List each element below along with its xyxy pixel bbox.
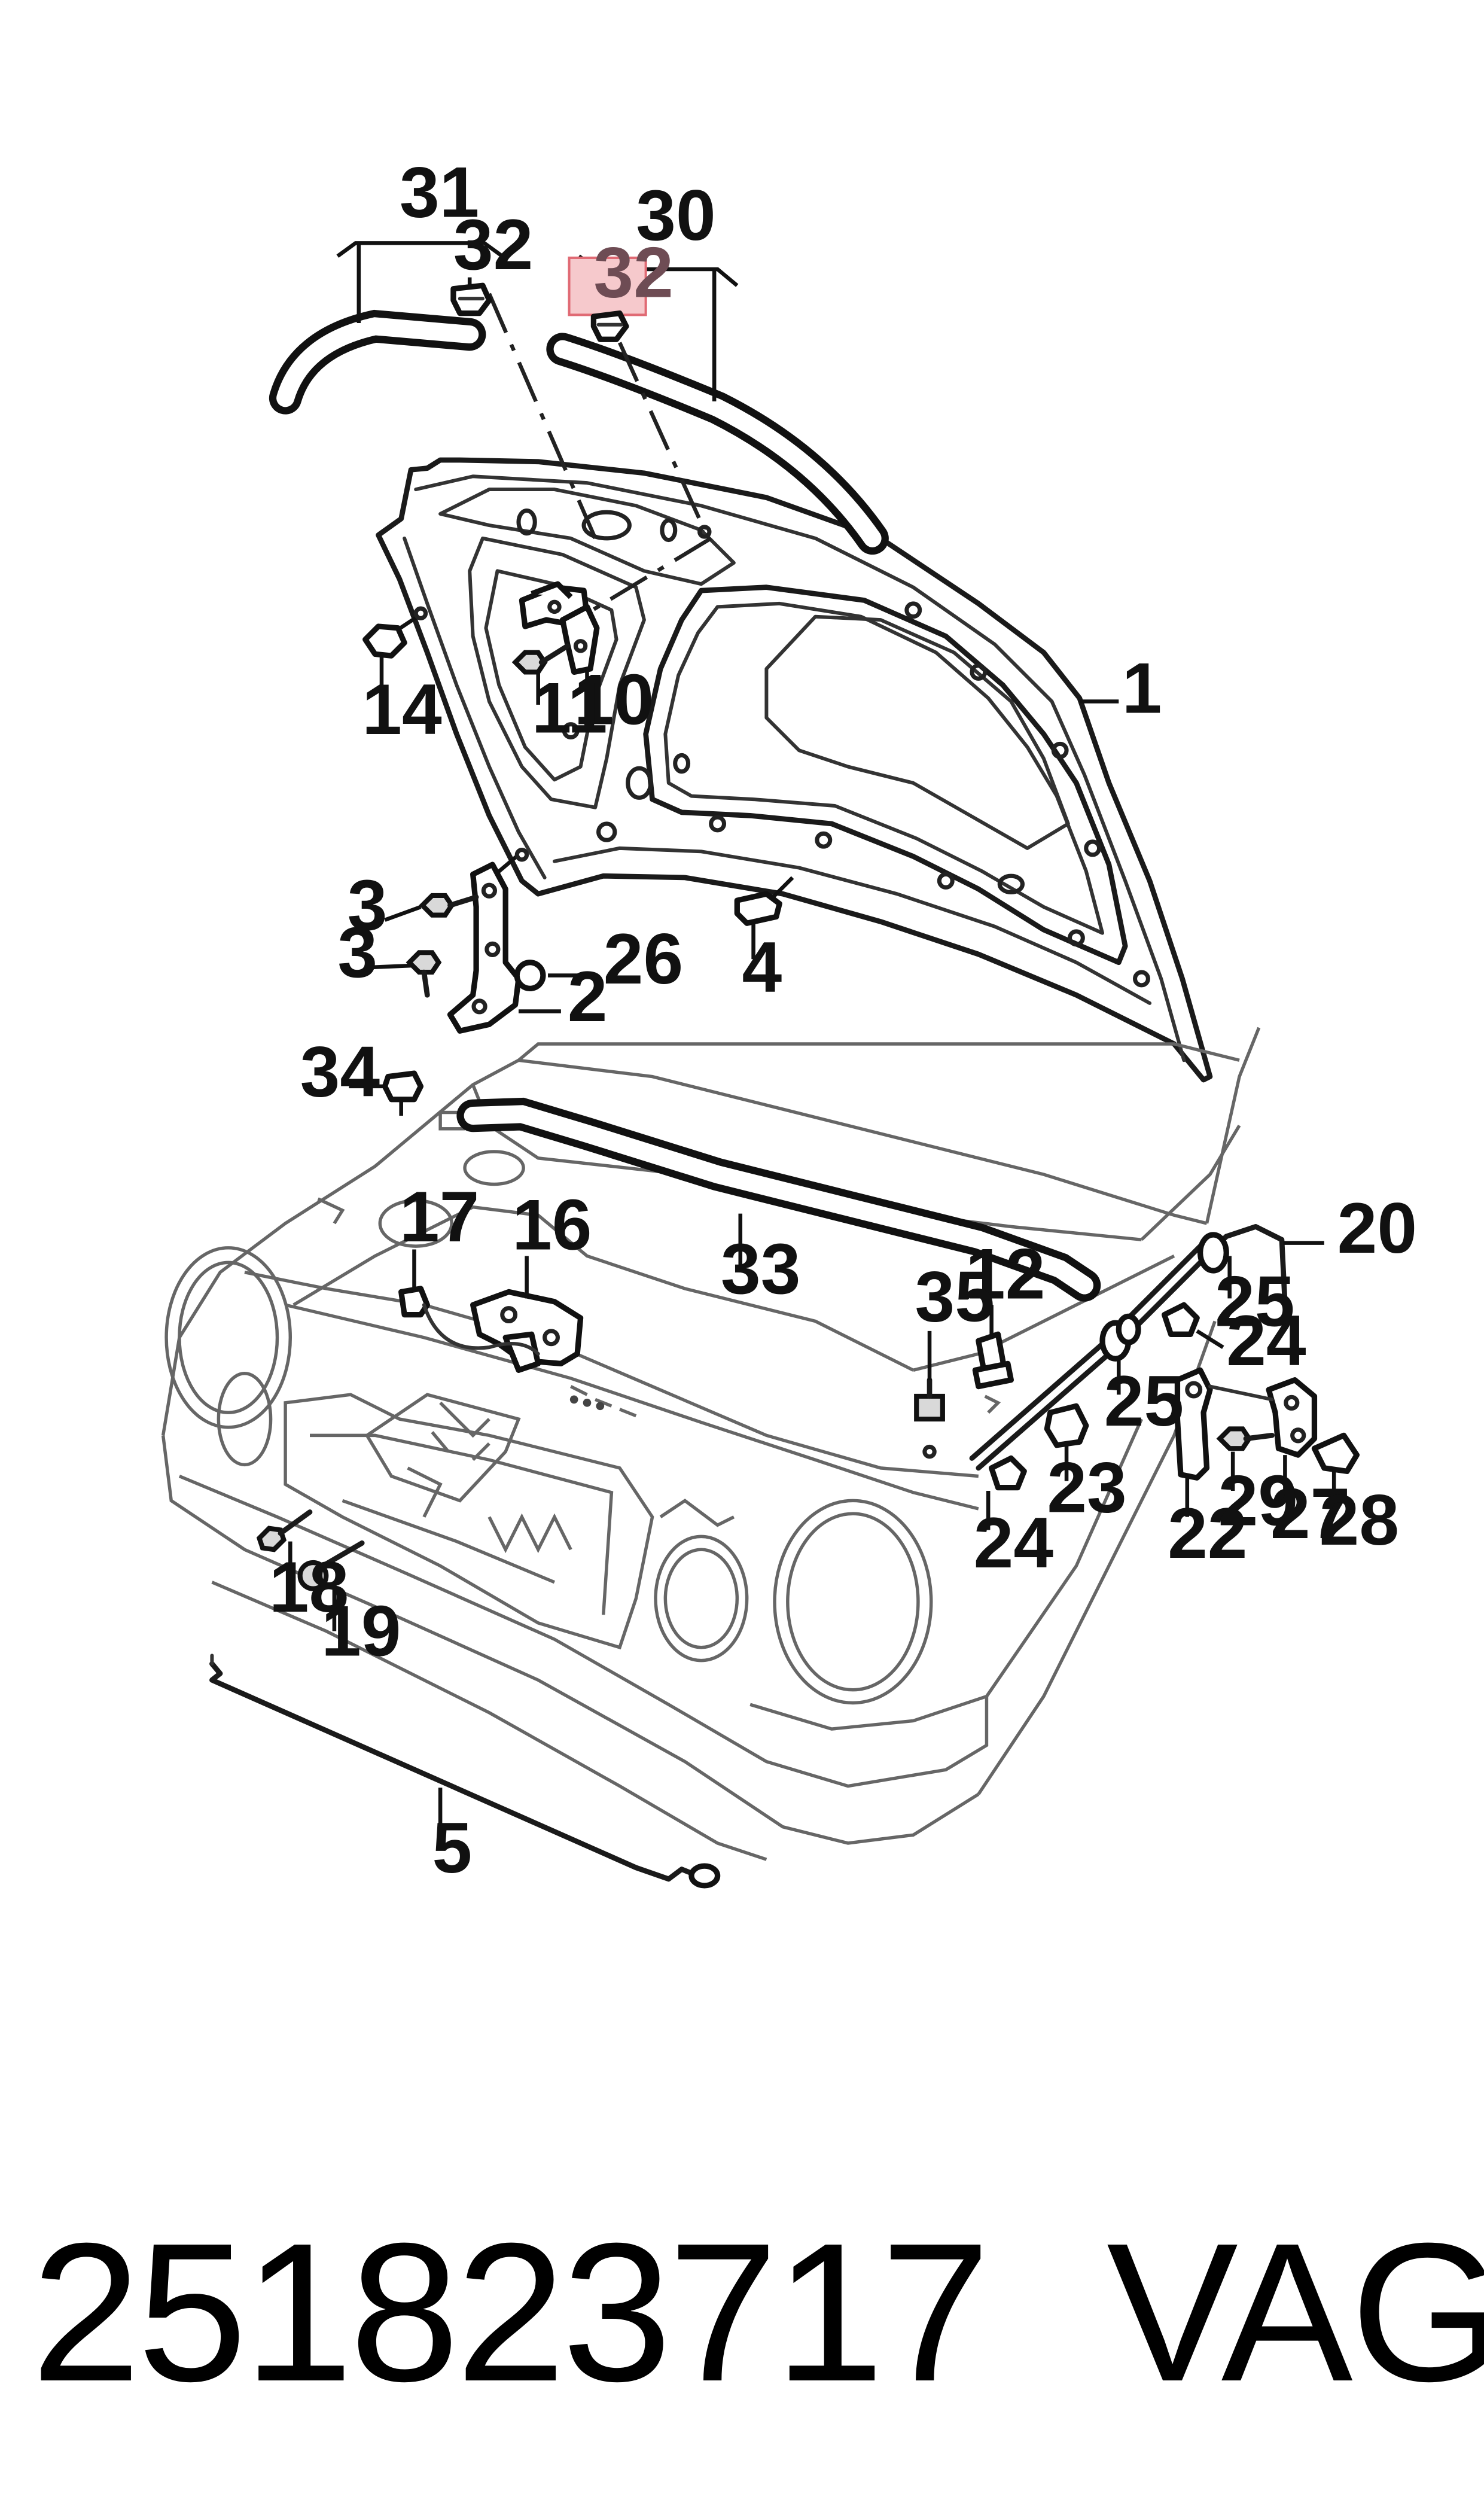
exploded-view-drawing: 1 2 3 3 4 5 10 11 12 14 16 17 18 19 20 2…	[161, 153, 1417, 1889]
callout-35: 35	[915, 1257, 994, 1337]
callout-24-lower: 24	[974, 1503, 1054, 1583]
callout-30: 30	[636, 175, 715, 255]
seal-33	[456, 1097, 1101, 1302]
callout-29: 29	[1218, 1460, 1298, 1540]
callout-24-upper: 24	[1226, 1301, 1306, 1381]
prop-rod-5	[209, 1654, 721, 1889]
seal-30	[546, 333, 889, 555]
callout-28: 28	[1320, 1480, 1399, 1560]
bolt-11	[511, 643, 571, 675]
callout-2: 2	[568, 957, 608, 1037]
screw-19	[297, 1540, 365, 1631]
bolt-3-upper	[419, 893, 479, 918]
callout-1: 1	[1122, 648, 1162, 729]
lock-carrier	[364, 1393, 521, 1503]
callout-27: 27	[1270, 1473, 1350, 1554]
buffer-4	[734, 876, 794, 926]
clip-24-upper	[1161, 1302, 1200, 1337]
clip-32-right	[590, 310, 629, 342]
bracket-27	[1208, 1377, 1318, 1501]
callout-16: 16	[512, 1185, 592, 1265]
callout-4: 4	[742, 927, 782, 1007]
callout-3-lower: 3	[337, 912, 377, 992]
clip-32-left	[450, 282, 492, 316]
bump-stop-14	[362, 614, 419, 659]
callout-26: 26	[604, 919, 683, 999]
callout-23: 23	[1047, 1447, 1126, 1527]
pin-35	[914, 1330, 945, 1459]
cap-34	[382, 1070, 424, 1116]
brand-name: VAG	[1107, 2202, 1484, 2422]
callout-19: 19	[321, 1591, 401, 1671]
microswitch-17	[398, 1249, 540, 1356]
leader-lines	[349, 277, 1224, 1481]
callout-5: 5	[432, 1808, 472, 1888]
callout-17: 17	[400, 1177, 479, 1257]
callout-11: 11	[532, 668, 608, 748]
bracket-12	[972, 1305, 1014, 1414]
callout-32-right: 32	[593, 232, 673, 312]
clip-24-lower	[986, 1455, 1027, 1530]
callout-10: 10	[574, 660, 654, 740]
release-cable-20	[969, 1224, 1324, 1471]
callout-25-lower: 25	[1104, 1361, 1184, 1441]
latch-16	[470, 1289, 584, 1373]
callout-25-upper: 25	[1215, 1262, 1294, 1342]
callout-12: 12	[965, 1234, 1045, 1314]
bolt-29	[1216, 1426, 1275, 1491]
screw-18	[256, 1509, 313, 1579]
grommet-26	[514, 960, 546, 991]
hinge-2	[447, 853, 522, 1034]
release-lever-22	[1174, 1367, 1213, 1517]
hood-panel	[376, 457, 1213, 1083]
callout-33: 33	[721, 1229, 800, 1309]
callout-20: 20	[1337, 1188, 1417, 1268]
part-number-footer: 251823717 VAG	[0, 2190, 1484, 2501]
callout-22: 22	[1168, 1493, 1247, 1573]
callout-34: 34	[300, 1031, 380, 1112]
group-brackets	[336, 241, 739, 401]
callout-18: 18	[269, 1547, 349, 1627]
callout-31: 31	[400, 153, 479, 233]
callout-3-upper: 3	[348, 865, 388, 945]
bolt-3-lower	[406, 950, 442, 998]
car-body-outline	[161, 1027, 1261, 1861]
callout-32-left: 32	[453, 205, 533, 285]
callout-labels: 1 2 3 3 4 5 10 11 12 14 16 17 18 19 20 2…	[269, 153, 1417, 1888]
part-number: 251823717	[31, 2202, 991, 2422]
seal-31	[269, 309, 486, 415]
callout-14: 14	[362, 669, 442, 750]
grommet-23	[1044, 1403, 1089, 1448]
highlight-box	[568, 256, 647, 316]
clip-28	[1311, 1432, 1360, 1504]
